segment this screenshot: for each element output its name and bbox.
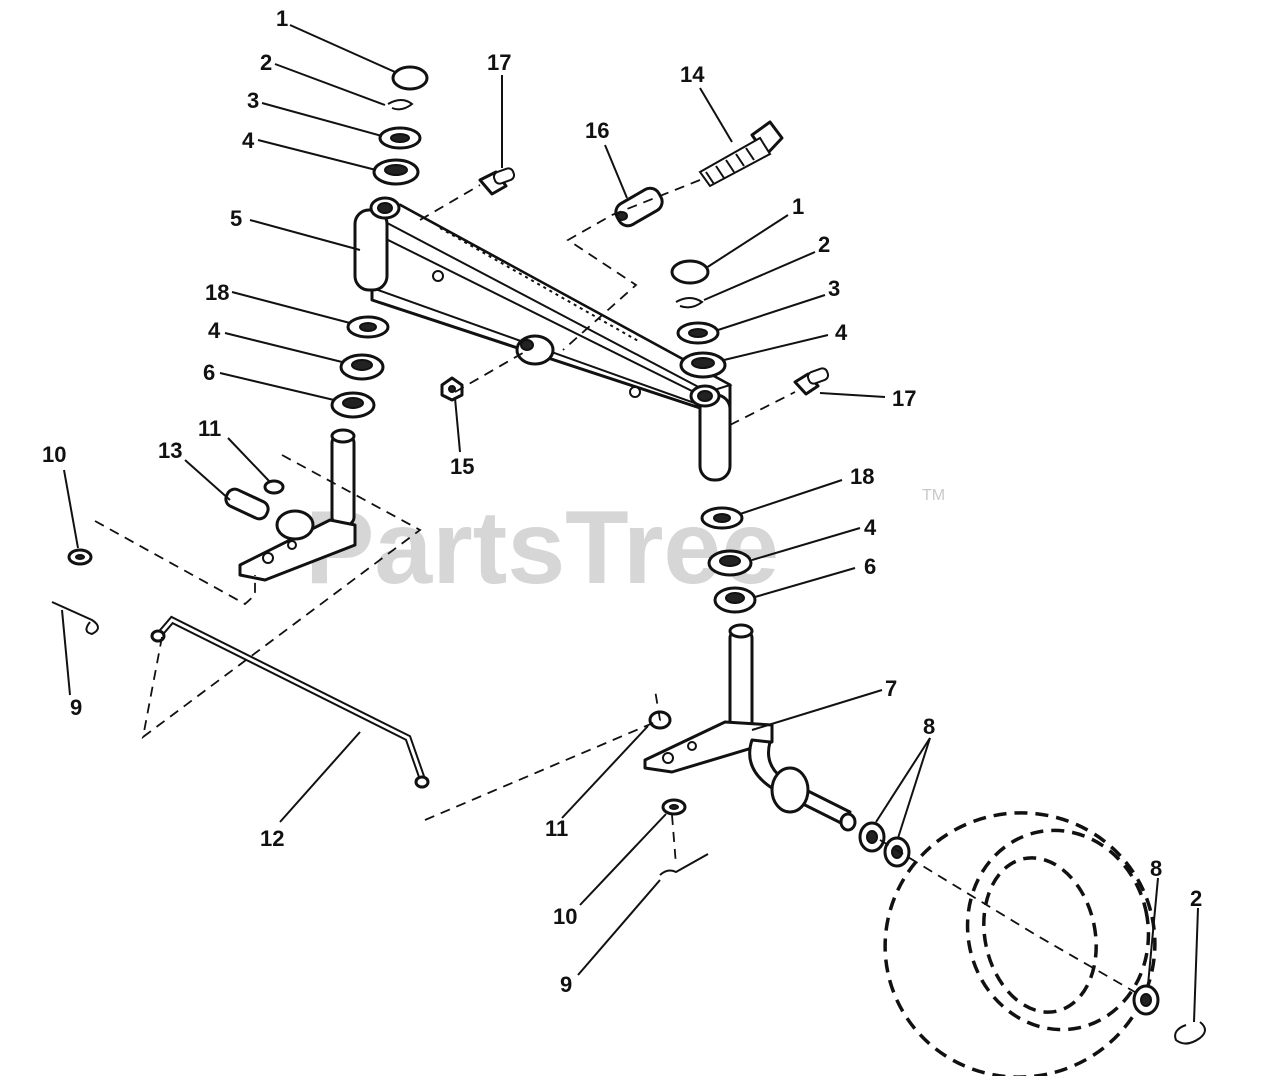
callout-1: 1 <box>792 194 804 219</box>
callout-16: 16 <box>585 118 609 143</box>
callout-6: 6 <box>864 554 876 579</box>
callout-18: 18 <box>850 464 874 489</box>
callout-8: 8 <box>923 714 935 739</box>
callout-18: 18 <box>205 280 229 305</box>
grease-fitting-right <box>793 367 830 396</box>
callout-17: 17 <box>487 50 511 75</box>
tie-rod <box>150 615 430 789</box>
callout-4: 4 <box>835 320 848 345</box>
left-upper-stack <box>372 65 429 186</box>
callout-11: 11 <box>545 816 568 841</box>
callout-12: 12 <box>260 826 284 851</box>
callout-2: 2 <box>260 50 272 75</box>
wheel <box>883 811 1157 1076</box>
left-spindle <box>224 428 357 582</box>
callout-8: 8 <box>1150 856 1162 881</box>
grease-fitting-left <box>478 167 516 196</box>
right-upper-stack <box>670 259 727 379</box>
callout-15: 15 <box>450 454 474 479</box>
callout-3: 3 <box>828 276 840 301</box>
callout-4: 4 <box>864 515 877 540</box>
callout-7: 7 <box>885 676 897 701</box>
callout-13: 13 <box>158 438 182 463</box>
nut <box>440 376 464 402</box>
callout-9: 9 <box>560 972 572 997</box>
watermark: PartsTree <box>305 490 779 606</box>
callout-4: 4 <box>242 128 255 153</box>
watermark-trademark: TM <box>922 487 945 504</box>
callout-1: 1 <box>276 6 288 31</box>
callout-14: 14 <box>680 62 705 87</box>
callout-3: 3 <box>247 88 259 113</box>
callout-11: 11 <box>198 416 221 441</box>
right-spindle <box>643 623 857 832</box>
leader-lines <box>61 24 1199 1023</box>
callout-17: 17 <box>892 386 916 411</box>
right-washers <box>648 710 1206 1045</box>
callout-10: 10 <box>553 904 577 929</box>
callout-6: 6 <box>203 360 215 385</box>
spacer <box>614 186 664 228</box>
callout-2: 2 <box>818 232 830 257</box>
pivot-bolt <box>698 120 784 188</box>
callout-labels: 1 2 3 4 5 18 4 6 11 13 10 9 17 16 14 1 2… <box>42 6 1202 997</box>
callout-5: 5 <box>230 206 242 231</box>
callout-4: 4 <box>208 318 221 343</box>
axle-beam <box>353 196 733 482</box>
left-lower-stack <box>330 315 390 419</box>
callout-9: 9 <box>70 695 82 720</box>
right-lower-stack <box>700 506 757 614</box>
callout-2: 2 <box>1190 886 1202 911</box>
left-pin-washer <box>51 548 99 636</box>
callout-10: 10 <box>42 442 66 467</box>
assembly-lines <box>94 179 1141 996</box>
